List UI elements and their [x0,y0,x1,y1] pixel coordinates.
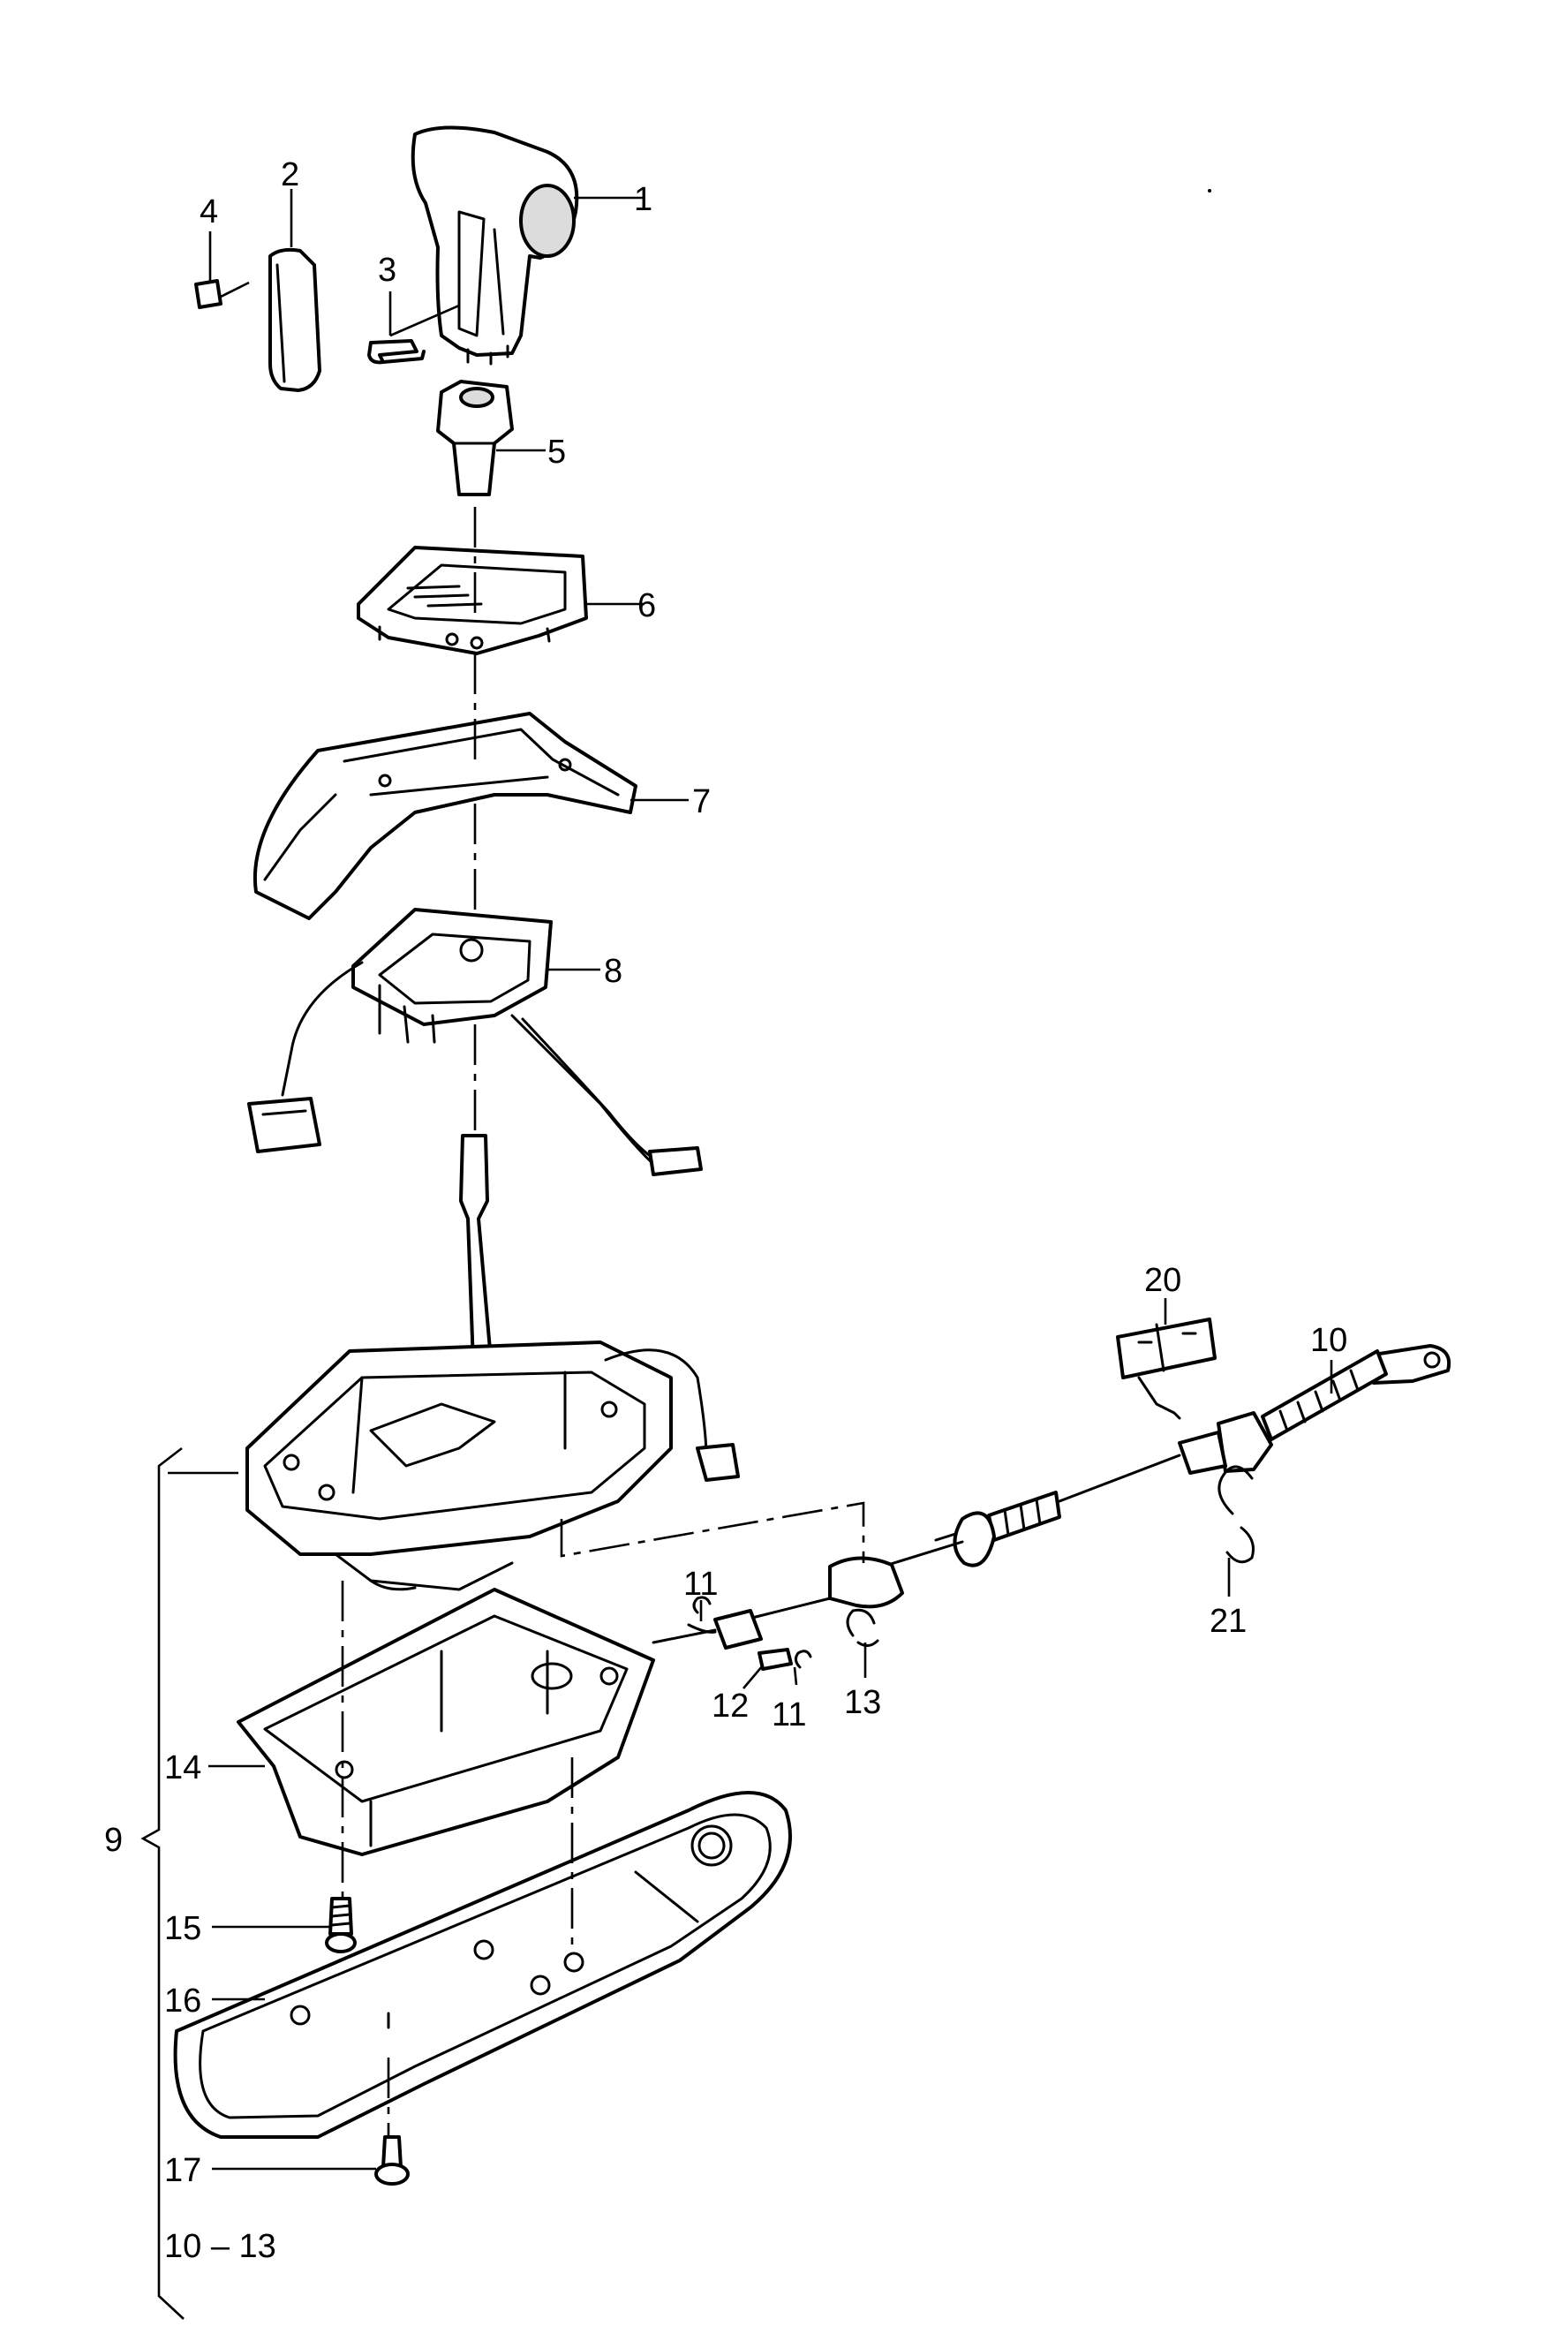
assembly-axis-lines [341,507,865,2137]
label-13: 13 [844,1684,881,1721]
part-4-clip [194,279,222,309]
part-11-clip-upper [692,1596,712,1614]
part-5-knob-adaptor [436,380,514,496]
label-15: 15 [164,1910,201,1947]
selector-shaft [459,1134,493,1365]
label-8: 8 [604,953,622,990]
label-2: 2 [281,156,299,193]
label-20: 20 [1144,1262,1181,1299]
part-6-indicator-panel [357,546,588,655]
label-12: 12 [712,1688,749,1725]
part-21-circlip [1217,1465,1255,1564]
part-17-screw [374,2135,410,2186]
part-15-bolt [325,1897,357,1953]
label-7: 7 [692,783,711,820]
label-range-10-13: 10 – 13 [164,2228,276,2265]
part-8-selector-unit [247,908,703,1176]
label-3: 3 [378,252,396,289]
part-11-clip-lower [794,1650,812,1669]
part-20-cable-bracket [1116,1318,1217,1420]
label-14: 14 [164,1749,201,1786]
part-7-trim-cover [253,712,637,920]
label-16: 16 [164,1982,201,2020]
part-9-selector-housing [245,1340,740,1591]
stray-dot [1208,189,1211,193]
part-2-button-cap [268,247,321,392]
label-11a: 11 [683,1566,718,1603]
label-11b: 11 [772,1696,806,1733]
part-16-base-gasket [173,1791,792,2139]
cable-end-pivot [652,1609,763,1650]
label-6: 6 [637,587,656,624]
part-12-pin [758,1648,793,1671]
label-10: 10 [1310,1322,1347,1359]
label-9: 9 [104,1822,123,1859]
label-1: 1 [634,181,652,218]
label-17: 17 [164,2152,201,2189]
label-21: 21 [1210,1603,1247,1640]
part-14-housing-tray [237,1588,655,1856]
part-13-circlip [846,1608,879,1647]
callout-labels: 1 2 3 4 5 6 7 8 9 10 11 11 12 13 14 15 1… [104,156,1347,2265]
label-5: 5 [547,434,566,471]
label-4: 4 [200,193,218,230]
leader-lines [140,189,1333,2320]
part-1-gear-knob [411,125,579,366]
part-10-selector-cable [722,1344,1451,1627]
part-3-spring-clip [367,339,426,365]
